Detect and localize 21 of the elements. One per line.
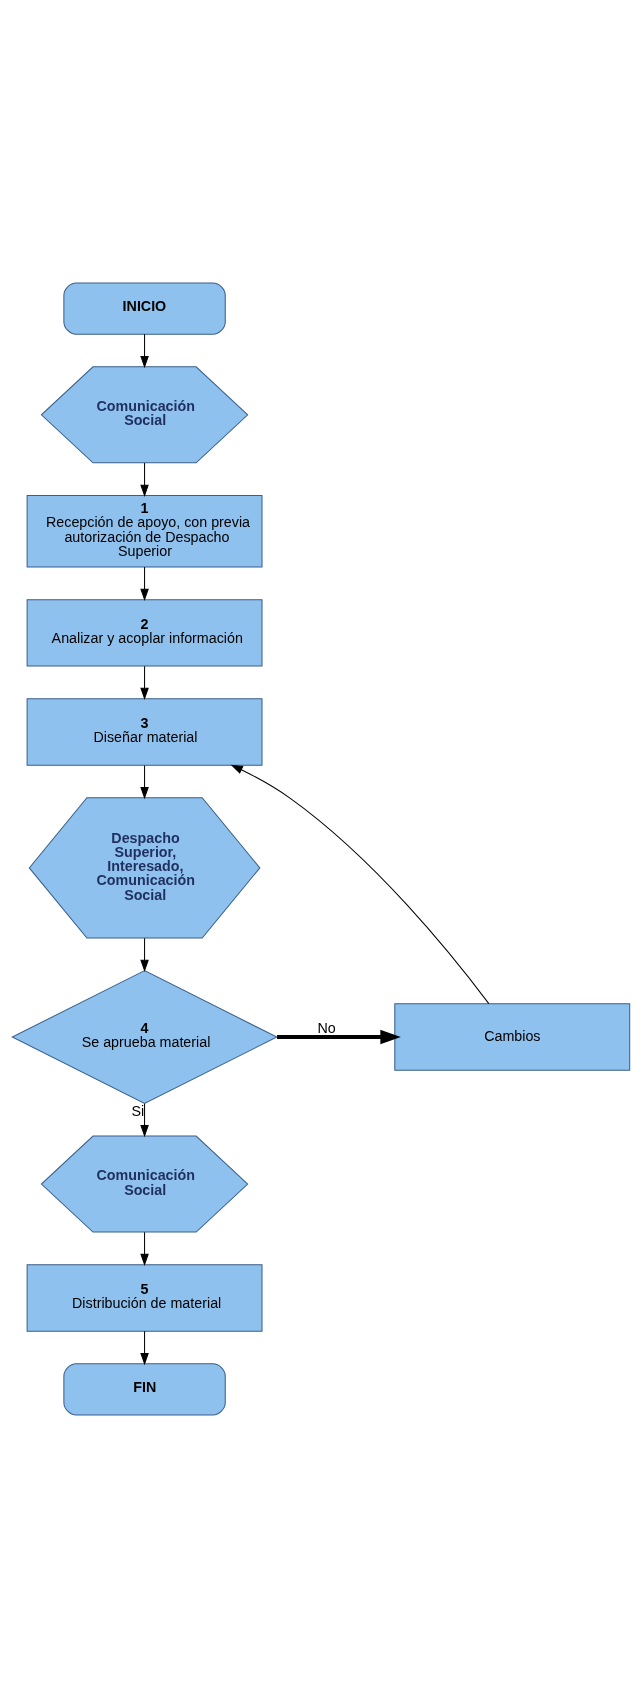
arrow	[140, 665, 149, 700]
arrow	[140, 333, 149, 368]
arrow	[230, 764, 490, 1004]
node-box: INICIO	[63, 282, 226, 335]
arrow	[140, 462, 149, 497]
arrow	[140, 1102, 149, 1137]
arrow	[140, 1231, 149, 1266]
node-box: 3 Diseñar material	[26, 697, 263, 766]
node-box: FIN	[63, 1362, 226, 1415]
arrow	[140, 1330, 149, 1365]
node-box: 2 Analizar y acoplar información	[26, 598, 263, 667]
arrow	[140, 764, 149, 799]
edge-label: No	[317, 1019, 336, 1036]
edge-label: Si	[131, 1102, 145, 1119]
arrow	[140, 566, 149, 601]
node-box: 5 Distribución de material	[26, 1263, 263, 1332]
node-box: Cambios	[394, 1002, 631, 1071]
node-box: 1 Recepción de apoyo, con previa autorización de Despacho Superior	[26, 494, 263, 568]
arrow	[277, 1029, 401, 1044]
arrow	[140, 937, 149, 972]
node-diamond: 4 Se aprueba material	[11, 969, 278, 1104]
